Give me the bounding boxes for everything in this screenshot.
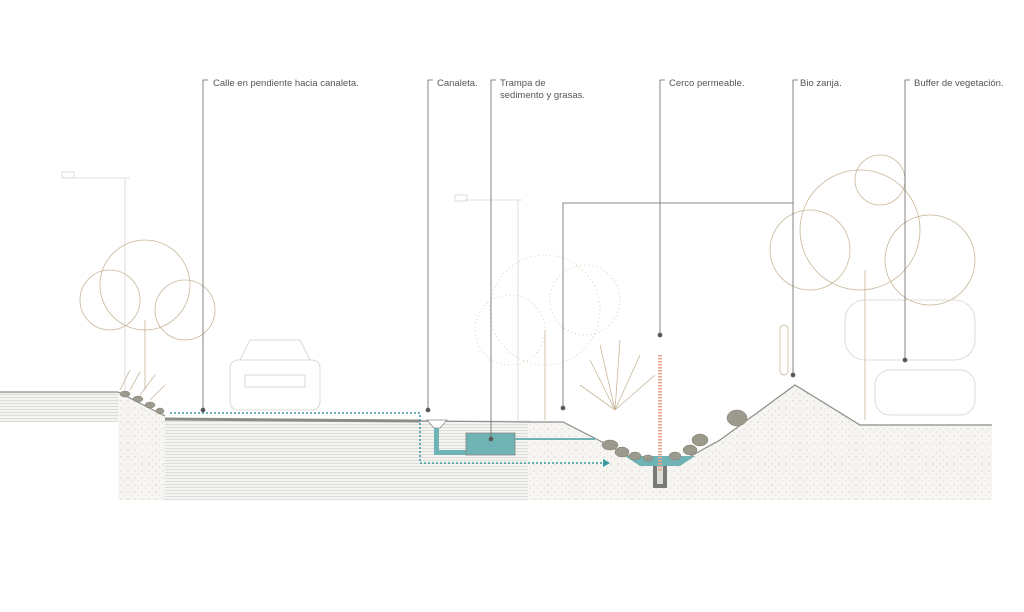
street-lamp-right: [454, 194, 522, 420]
stones: [119, 390, 748, 462]
water-flow-arrow: [170, 412, 610, 467]
tree-right: [769, 154, 976, 420]
grass-left: [119, 369, 166, 401]
tree-middle: [474, 254, 621, 366]
bioswale-ground: [528, 385, 992, 500]
label-bioswale: Bio zanja.: [800, 78, 842, 89]
left-embankment: [0, 392, 120, 422]
cactus: [779, 324, 789, 376]
street-surface: [164, 417, 421, 423]
gutter-pipe: [434, 428, 439, 455]
car: [229, 339, 321, 411]
palm-plant: [579, 339, 656, 411]
left-slope-fill: [118, 392, 165, 500]
label-buffer: Buffer de vegetación.: [914, 78, 1004, 89]
label-street: Calle en pendiente hacia canaleta.: [213, 78, 359, 89]
buffer-shrubs: [844, 299, 976, 416]
label-gutter: Canaleta.: [437, 78, 478, 89]
street-lamp-left: [61, 171, 130, 390]
label-fence: Cerco permeable.: [669, 78, 745, 89]
vegetation: [61, 154, 976, 420]
label-trap-line2: sedimento y grasas.: [500, 90, 586, 101]
label-trap: Trampa de sedimento y grasas.: [500, 78, 585, 102]
tree-left: [79, 239, 216, 390]
leader-lines: [200, 79, 910, 442]
street-base: [165, 420, 530, 500]
label-trap-line1: Trampa de: [500, 78, 546, 89]
sediment-trap: [465, 432, 516, 456]
gutter: [426, 419, 448, 429]
